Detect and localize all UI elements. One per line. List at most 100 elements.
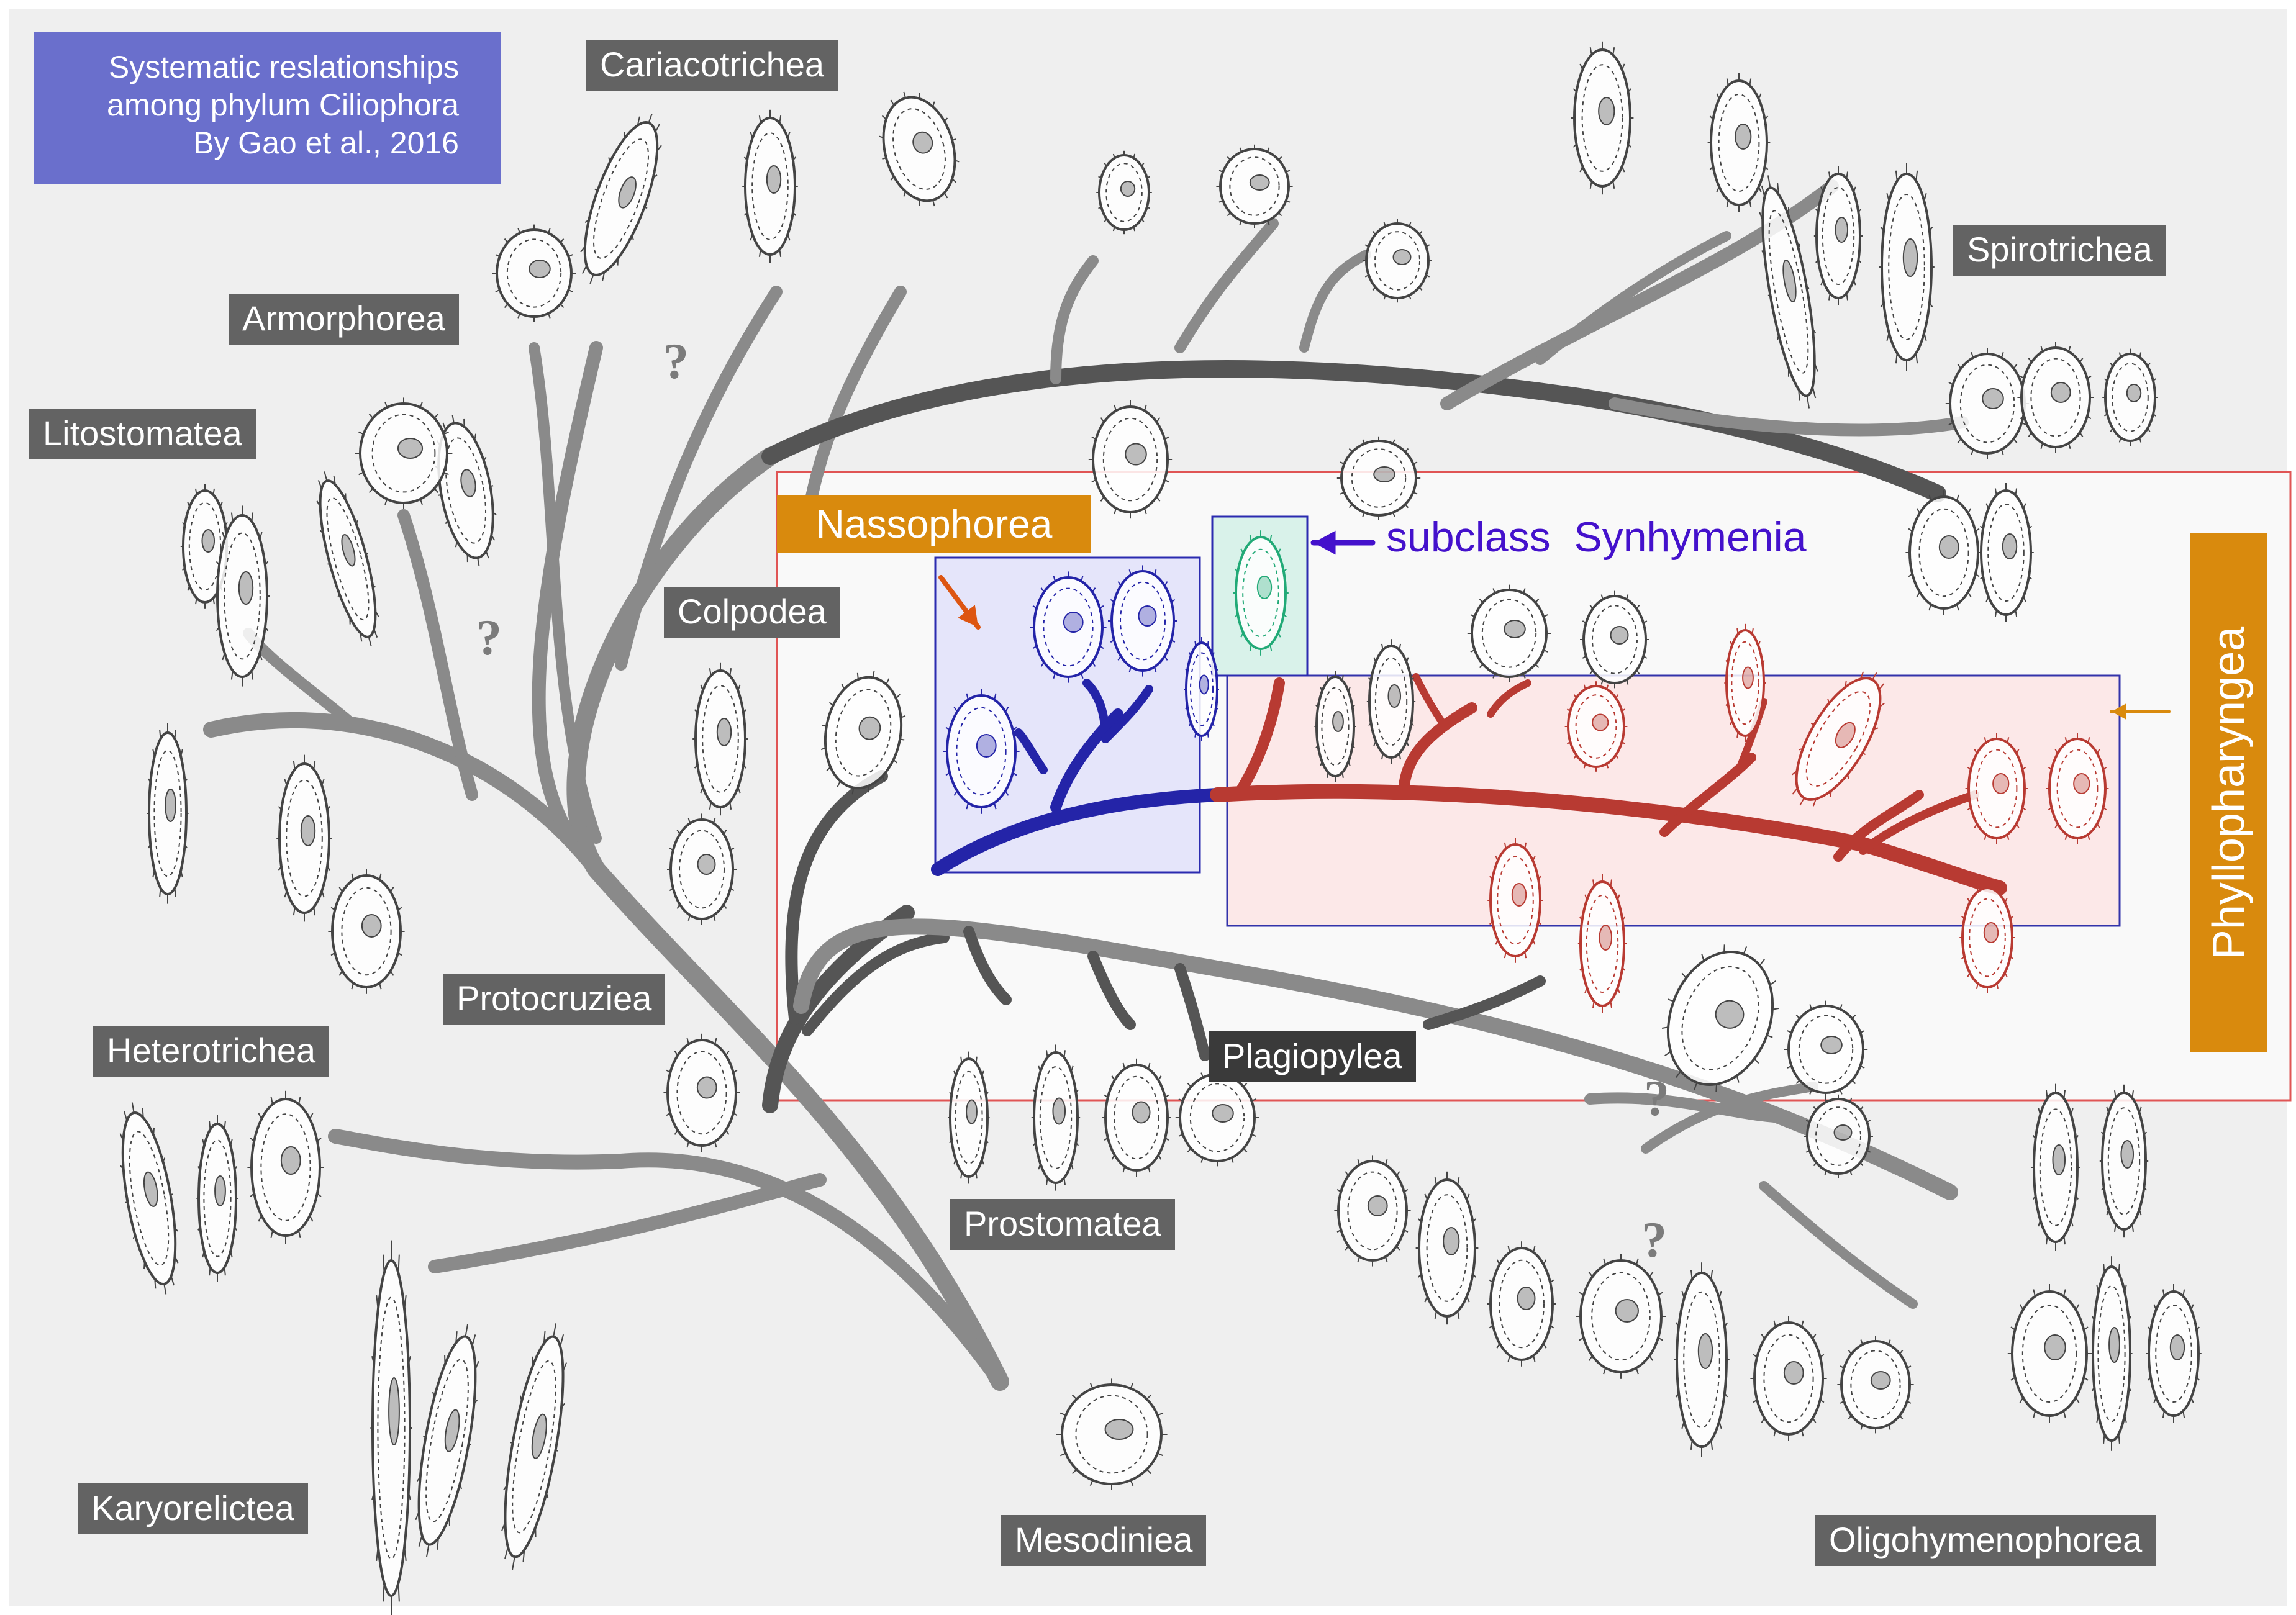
branch-nassophorea-main — [931, 788, 1224, 876]
branch-heterotrichea — [328, 1129, 1007, 1389]
question-mark-3: ? — [1644, 1070, 1669, 1126]
cell-karyorelictea-1 — [370, 1240, 412, 1615]
cell-litostomatea-7 — [276, 754, 332, 922]
cell-prostomatea-4 — [1175, 1069, 1259, 1167]
branch-nassophorea-b — [1082, 679, 1110, 743]
cell-litostomatea-2 — [355, 397, 453, 509]
cell-spirotrichea-2 — [1216, 144, 1293, 228]
label-nassophorea: Nassophorea — [777, 495, 1091, 553]
cell-litostomatea-5 — [214, 505, 270, 687]
label-prostomatea: Prostomatea — [950, 1199, 1175, 1250]
branch-spirotrichea-e — [1609, 397, 1969, 437]
label-karyorelictea: Karyorelictea — [78, 1483, 308, 1534]
cell-phyllopharyngea-7 — [1577, 874, 1627, 1013]
cell-armorphorea-1 — [580, 113, 662, 284]
cell-spirotrichea-8 — [1879, 163, 1935, 371]
cell-phyllo-black-2 — [1467, 584, 1551, 682]
cell-nassophorea-2 — [1108, 565, 1177, 677]
cell-spirotrichea-14 — [1088, 400, 1173, 519]
question-mark-4: ? — [1641, 1211, 1667, 1268]
title-line-1: Systematic reslationships — [108, 50, 459, 84]
branch-plagiopylea — [1423, 975, 1546, 1030]
label-phyllopharyngea: Phyllopharyngea — [2203, 626, 2254, 959]
cell-litostomatea-6 — [147, 723, 189, 904]
cell-oligo-14 — [2090, 1256, 2133, 1451]
label-litostomatea: Litostomatea — [29, 409, 256, 459]
cell-karyorelictea-2 — [415, 1324, 479, 1557]
cell-litostomatea-4 — [180, 484, 230, 609]
phyllopharyngea-pointer-arrow — [2110, 703, 2171, 720]
cell-spirotrichea-11 — [2102, 348, 2158, 446]
branch-phyllopharyngea-a — [1236, 677, 1285, 794]
branch-colpodea-b — [802, 932, 950, 1036]
branch-oligohymenophorea — [793, 918, 1958, 1200]
branch-phyllopharyngea-e — [1859, 790, 1979, 855]
label-protocruziea: Protocruziea — [443, 974, 666, 1025]
cell-spirotrichea-13 — [1978, 483, 2034, 622]
cell-phyllopharyngea-6 — [1487, 838, 1543, 963]
cell-spirotrichea-4 — [1571, 41, 1634, 195]
branch-oligo-c — [1759, 1181, 1918, 1309]
synhymenia-annotation: subclass Synhymenia — [1386, 513, 1807, 561]
cell-spirotrichea-5 — [1707, 73, 1771, 212]
cell-spirotrichea-7 — [1813, 166, 1863, 305]
cell-litostomatea-1 — [435, 415, 497, 566]
branch-prostomatea-c — [1174, 963, 1210, 1061]
cell-oligo-1 — [1334, 1155, 1411, 1267]
branch-karyorelictea — [428, 1173, 827, 1273]
question-mark-1: ? — [663, 333, 689, 389]
branch-oligo-a — [1584, 1092, 1794, 1123]
cell-phyllo-black-3 — [1580, 590, 1649, 689]
branch-phyllopharyngea-b — [1398, 702, 1477, 800]
cell-litostomatea-3 — [316, 471, 379, 646]
cell-oligo-3 — [1487, 1241, 1556, 1367]
branch-nassophorea-d — [1014, 728, 1048, 774]
label-cariacotrichea: Cariacotrichea — [586, 40, 838, 91]
cell-phyllo-black-1 — [1366, 639, 1416, 764]
cell-oligo-13 — [2007, 1284, 2092, 1423]
cell-cariacotrichea — [742, 109, 798, 263]
cell-prostomatea-3 — [1102, 1058, 1171, 1177]
branch-phyllopharyngea-b1 — [1412, 673, 1445, 724]
cell-spirotrichea-6 — [1759, 175, 1818, 409]
cell-spirotrichea-10 — [2017, 342, 2094, 453]
label-plagiopylea: Plagiopylea — [1209, 1031, 1416, 1082]
branch-nassophorea-c — [1101, 685, 1153, 743]
branch-phyllopharyngea-b2 — [1487, 679, 1531, 718]
cell-mesodiniea — [1056, 1378, 1168, 1490]
branch-armorphorea — [532, 341, 603, 845]
branch-armorphorea-2 — [529, 342, 602, 844]
branch-colpodea-a — [785, 770, 888, 1025]
cell-protocruziea — [663, 1033, 740, 1152]
label-armorphorea: Armorphorea — [229, 294, 459, 345]
branch-spirotrichea-b — [1174, 218, 1279, 353]
cell-prostomatea-1 — [948, 1051, 990, 1184]
branch-cariacotrichea — [615, 286, 783, 671]
cell-litostomatea-8 — [328, 869, 405, 994]
synhymenia-prefix: subclass — [1386, 513, 1551, 561]
branch-litostomatea-sub — [397, 509, 478, 801]
branch-phyllopharyngea-main — [1210, 784, 2007, 895]
cell-oligo-4 — [1576, 1254, 1666, 1379]
label-oligohymenophorea: Oligohymenophorea — [1815, 1515, 2156, 1566]
branch-oligo-b — [1641, 1082, 1818, 1154]
cell-nassophorea-1 — [1030, 571, 1107, 683]
cell-spirotrichea-12 — [1905, 490, 1982, 615]
cell-phyllopharyngea-3 — [1791, 671, 1885, 807]
cell-heterotrichea-1 — [119, 1102, 179, 1295]
cell-phyllopharyngea-5 — [2046, 733, 2109, 844]
question-mark-2: ? — [476, 609, 502, 666]
branch-prostomatea-a — [963, 926, 1012, 1005]
cell-phyllo-black-4 — [1314, 671, 1356, 782]
cell-spirotrichea-3 — [1363, 219, 1432, 303]
cell-prostomatea-2 — [1031, 1044, 1081, 1191]
cell-heterotrichea-2 — [196, 1115, 238, 1282]
cell-heterotrichea-3 — [247, 1090, 324, 1244]
branch-litostomatea — [203, 712, 604, 877]
cell-phyllopharyngea-2 — [1724, 623, 1766, 743]
cell-oligo-5 — [1674, 1262, 1730, 1457]
branch-spirotrichea-c — [1299, 250, 1371, 353]
cell-cariacotrichea-2 — [879, 91, 960, 207]
cell-oligo-15 — [2146, 1284, 2202, 1423]
cell-phyllopharyngea-8 — [1959, 882, 2015, 993]
